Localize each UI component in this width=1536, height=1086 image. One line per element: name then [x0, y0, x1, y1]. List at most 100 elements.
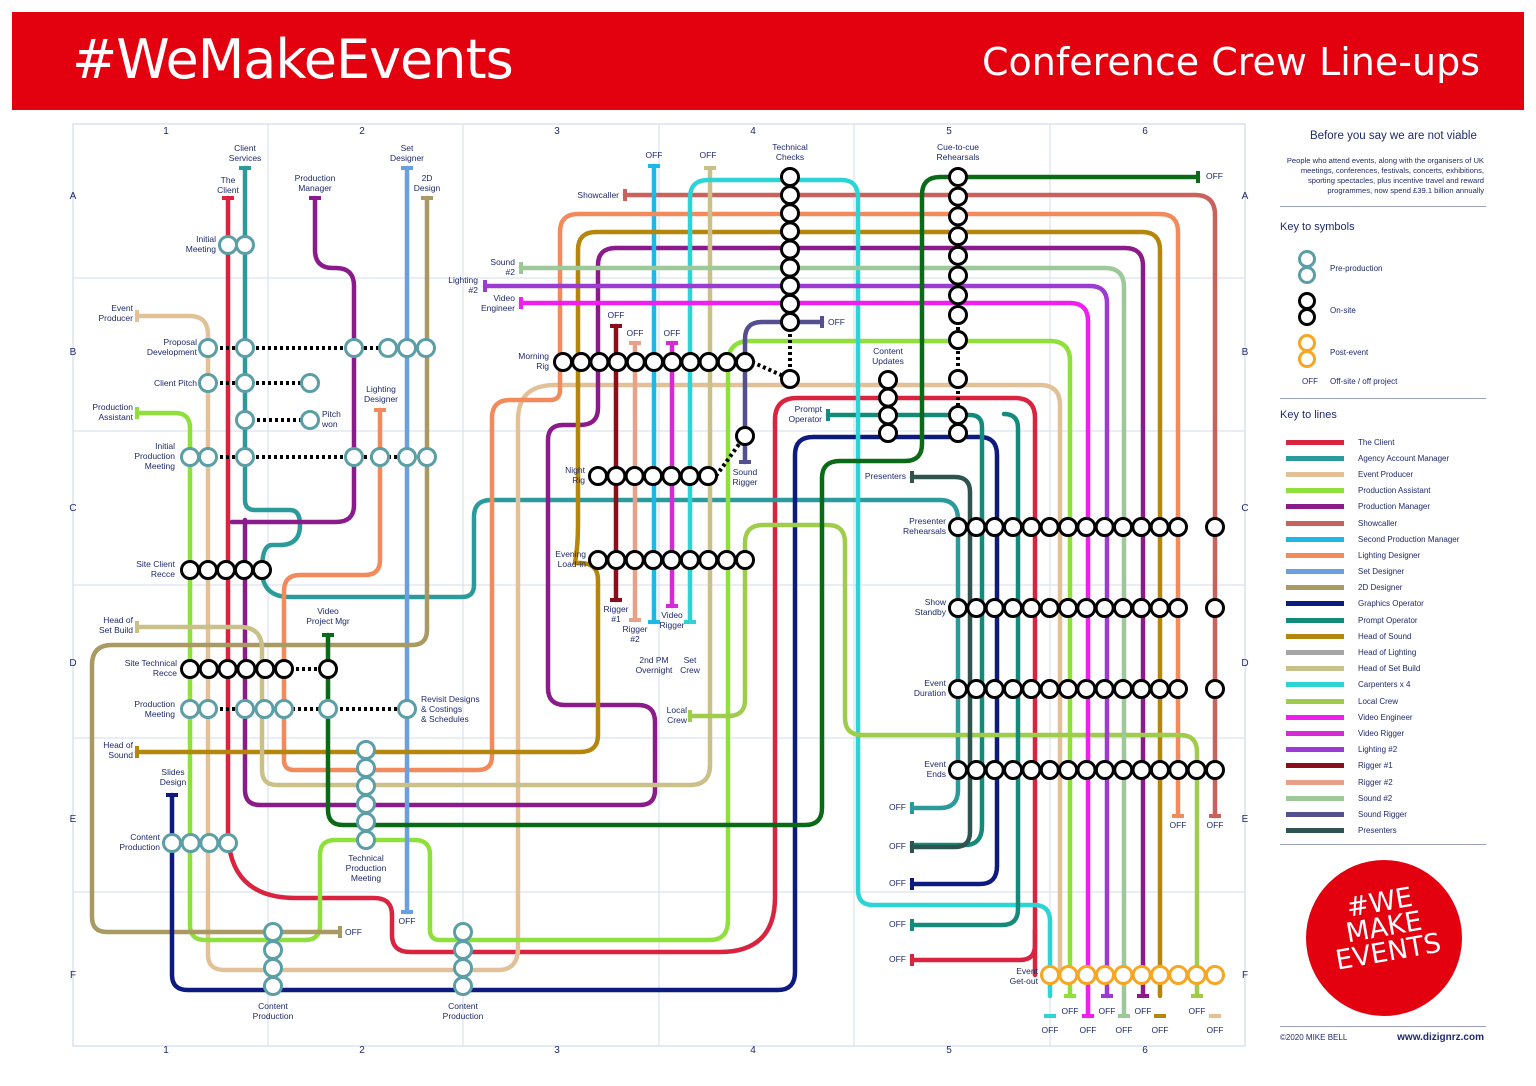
production-meeting-node [198, 699, 218, 719]
morning-rig-node [662, 352, 683, 372]
content-production-node [180, 833, 201, 853]
content-production-node [263, 922, 283, 942]
video-engineer-line [518, 300, 1091, 1019]
station-node [235, 699, 255, 719]
station-node [780, 369, 800, 389]
technical-production-meeting-node [356, 776, 376, 796]
off-label: OFF [1080, 1025, 1097, 1035]
line-key-swatch [1286, 682, 1344, 688]
sound-rigger-line [742, 319, 825, 465]
the-client-line [225, 195, 1038, 978]
line-key-label: Agency Account Manager [1358, 453, 1450, 463]
grid-column-label: 6 [1142, 126, 1148, 137]
line-key-item: Second Production Manager [1286, 531, 1486, 547]
station-node [1205, 598, 1225, 618]
head-of-sound-line [134, 229, 1163, 999]
off-label: OFF [1062, 1006, 1079, 1016]
line-key-item: Video Engineer [1286, 709, 1486, 725]
event-get-out-node [1113, 965, 1134, 985]
line-key-swatch [1286, 795, 1344, 801]
showcaller-line [622, 192, 1218, 819]
before-text: People who attend events, along with the… [1286, 156, 1484, 195]
morning-rig-node [553, 352, 573, 372]
event-ends-node [1003, 760, 1024, 780]
grid-row-label: F [70, 970, 76, 981]
the-client-line [909, 927, 1038, 963]
event-ends-node [1021, 760, 1042, 780]
line-key-swatch [1286, 650, 1344, 656]
site-technical-recce-node [236, 659, 257, 679]
presenter-rehearsals-node [1003, 517, 1023, 537]
line-key-swatch [1286, 811, 1344, 817]
link-dotted [714, 434, 747, 478]
line-key-item: Showcaller [1286, 515, 1486, 531]
event-get-out-node [1168, 965, 1189, 985]
event-get-out-node [1076, 965, 1097, 985]
presenters-line [909, 474, 973, 850]
event-get-out-node [1205, 965, 1225, 985]
station-node [344, 338, 364, 358]
night-rig-node [698, 466, 718, 486]
event-ends-node [1186, 760, 1207, 780]
off-label: OFF [700, 150, 717, 160]
off-label: OFF [1042, 1025, 1059, 1035]
cue-to-cue-node [948, 226, 968, 247]
client-pitch-node [198, 373, 218, 393]
off-label: OFF [1099, 1006, 1116, 1016]
station-label-lighting-2: Lighting#2 [448, 275, 478, 295]
grid-column-label: 3 [554, 126, 560, 137]
line-key-swatch [1286, 536, 1344, 542]
morning-rig-node [571, 352, 592, 372]
station-node [274, 699, 294, 719]
grid-row-label: A [1242, 191, 1249, 202]
presenter-rehearsals-node [1058, 517, 1078, 537]
content-production-node [199, 833, 220, 853]
evening-load-in-node [661, 550, 682, 570]
line-key-label: 2D Designer [1358, 583, 1403, 593]
sound-rigger-node [735, 426, 755, 446]
event-ends-node [966, 760, 987, 780]
content-production-node [263, 958, 283, 978]
off-label: OFF [889, 954, 906, 964]
site-technical-recce-node [180, 659, 200, 679]
cue-to-cue-node [948, 305, 968, 325]
line-key-swatch [1286, 488, 1344, 494]
evening-load-in-node [624, 550, 645, 570]
grid-column-label: 1 [163, 126, 169, 137]
off-label: OFF [1116, 1025, 1133, 1035]
banner-title: #WeMakeEvents [72, 28, 514, 91]
off-label: OFF [889, 878, 906, 888]
sidebar: Before you say we are not viable People … [1272, 120, 1492, 1050]
station-node [397, 338, 417, 358]
site-technical-recce-node [274, 659, 294, 679]
event-ends-node [1149, 760, 1170, 780]
event-get-out-node [1131, 965, 1152, 985]
event-get-out-node [1095, 965, 1115, 985]
line-key-swatch [1286, 714, 1344, 720]
night-rig-node [588, 466, 608, 486]
line-key-label: Video Engineer [1358, 712, 1413, 722]
symbol-label: On-site [1330, 306, 1356, 315]
content-production-node [263, 976, 283, 996]
presenter-rehearsals-node [1076, 517, 1097, 537]
off-label: OFF [889, 841, 906, 851]
event-ends-node [1094, 760, 1115, 780]
lines-layer [89, 163, 1221, 1019]
website-link[interactable]: www.dizignrz.com [1397, 1032, 1484, 1043]
off-label: OFF [1207, 820, 1224, 830]
event-duration-node [966, 679, 987, 699]
